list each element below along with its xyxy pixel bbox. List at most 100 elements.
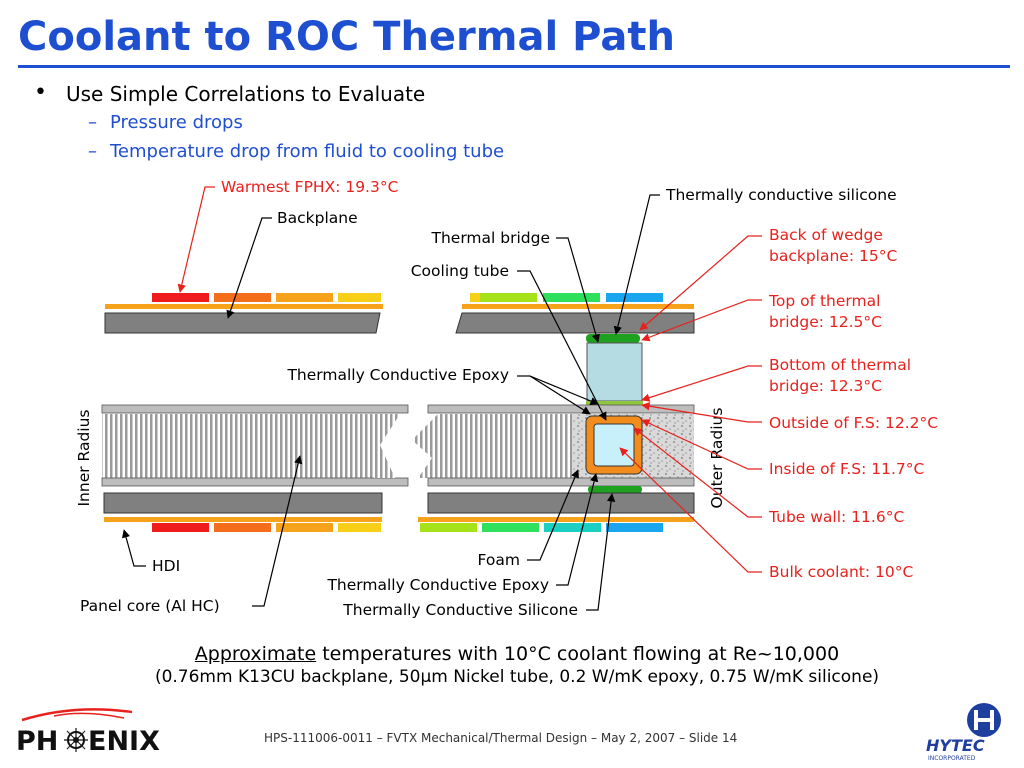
panel-core-leader: [252, 455, 303, 607]
hytec-logo: HYTEC INCORPORATED: [926, 703, 1001, 762]
svg-text:INCORPORATED: INCORPORATED: [928, 755, 976, 762]
fphx-chip: [276, 523, 333, 532]
top-of-bridge-label-line1: Top of thermal: [768, 292, 880, 310]
bullet-marker: •: [34, 80, 47, 105]
silicone-pad-top: [586, 334, 640, 343]
silicone-top-leader: [613, 194, 660, 335]
svg-text:ENIX: ENIX: [88, 726, 160, 756]
sub-bullet-dash: –: [88, 141, 97, 162]
top-hdi-layer: [105, 304, 383, 309]
footer-text: HPS-111006-0011 – FVTX Mechanical/Therma…: [264, 731, 738, 745]
bulk-coolant-label: Bulk coolant: 10°C: [769, 563, 913, 581]
outside-fs-label: Outside of F.S: 12.2°C: [769, 414, 938, 432]
inside-fs-label: Inside of F.S: 11.7°C: [769, 460, 924, 478]
inside-fs-leader: [641, 419, 762, 470]
foam-leader: [527, 469, 579, 561]
epoxy-bottom-leader: [556, 473, 599, 586]
thermally-conductive-silicone-bottom-label: Thermally Conductive Silicone: [342, 601, 578, 619]
fphx-chip: [482, 523, 539, 532]
epoxy-top-leader: [529, 375, 591, 415]
sub-bullet-dash: –: [88, 112, 97, 133]
bottom-hdi-layer: [418, 517, 694, 522]
fphx-chip: [420, 523, 477, 532]
panel-skin-bottom: [427, 477, 695, 487]
main-bullet: Use Simple Correlations to Evaluate: [66, 82, 426, 106]
panel-core-honeycomb: [102, 414, 374, 478]
panel-break-edge: [374, 414, 400, 478]
bottom-of-bridge-label-line2: bridge: 12.3°C: [769, 377, 882, 395]
back-of-wedge-label-line2: backplane: 15°C: [769, 247, 897, 265]
fphx-chip: [338, 523, 381, 532]
fphx-chip: [543, 293, 600, 302]
back-of-wedge-leader: [639, 235, 762, 331]
outside-fs-leader: [641, 402, 762, 423]
warmest-fphx-leader: [177, 186, 215, 293]
cooling-tube-leader: [517, 270, 607, 421]
caption-line1: Approximate temperatures with 10°C coola…: [0, 643, 1024, 665]
inner-radius-label: Inner Radius: [75, 409, 93, 506]
thermal-bridge-label: Thermal bridge: [431, 229, 551, 247]
phenix-logo: PH ENIX: [16, 708, 160, 756]
top-fphx-chips: [152, 293, 663, 302]
fphx-chip: [152, 523, 209, 532]
bottom-of-bridge-label-line1: Bottom of thermal: [769, 356, 911, 374]
svg-text:HYTEC: HYTEC: [926, 736, 985, 755]
sub-bullet-pressure: Pressure drops: [110, 112, 243, 133]
coolant-channel: [593, 423, 635, 467]
hdi-leader: [121, 529, 146, 567]
fphx-chip: [606, 293, 663, 302]
cooling-tube-label: Cooling tube: [411, 262, 509, 280]
bulk-coolant-leader: [619, 447, 762, 573]
back-of-wedge-label-line1: Back of wedge: [769, 226, 883, 244]
fphx-chip: [544, 523, 601, 532]
epoxy-layer: [586, 401, 643, 405]
outer-radius-label: Outer Radius: [708, 408, 726, 509]
silicone-pad-bottom: [588, 486, 642, 493]
panel-skin-top: [427, 404, 695, 414]
fphx-chip: [480, 293, 537, 302]
thermal-bridge: [586, 342, 643, 402]
fphx-chip: [338, 293, 381, 302]
thermally-conductive-epoxy-bottom-label: Thermally Conductive Epoxy: [326, 576, 549, 594]
bottom-fphx-chips: [152, 523, 663, 532]
backplane-label: Backplane: [277, 209, 358, 227]
thermally-conductive-epoxy-top-label: Thermally Conductive Epoxy: [286, 366, 509, 384]
silicone-bottom-leader: [586, 493, 616, 611]
thermally-conductive-silicone-top-label: Thermally conductive silicone: [665, 186, 897, 204]
caption-line2: (0.76mm K13CU backplane, 50µm Nickel tub…: [154, 667, 880, 687]
title-underline: [18, 65, 1010, 68]
fphx-chip: [470, 293, 480, 302]
top-of-bridge-label-line2: bridge: 12.5°C: [769, 313, 882, 331]
fphx-chip: [276, 293, 333, 302]
sub-bullet-temperature: Temperature drop from fluid to cooling t…: [110, 141, 505, 162]
top-of-bridge-leader: [641, 299, 762, 342]
top-backplane: [104, 312, 381, 334]
foam-label: Foam: [478, 551, 520, 569]
bottom-backplane: [103, 492, 383, 514]
bottom-hdi-layer: [104, 517, 382, 522]
caption-rest: temperatures with 10°C coolant flowing a…: [316, 643, 840, 665]
svg-text:PH: PH: [16, 726, 58, 756]
slide-title: Coolant to ROC Thermal Path: [18, 14, 675, 60]
bottom-of-bridge-leader: [641, 365, 762, 402]
top-backplane: [455, 312, 695, 334]
warmest-fphx-label: Warmest FPHX: 19.3°C: [221, 178, 398, 196]
tube-wall-leader: [633, 427, 762, 518]
bottom-backplane: [427, 492, 695, 514]
epoxy-top-leader: [529, 375, 599, 406]
thermal-bridge-leader: [556, 237, 600, 343]
fphx-chip: [152, 293, 209, 302]
tube-wall-label: Tube wall: 11.6°C: [768, 508, 904, 526]
top-hdi-layer: [462, 304, 694, 309]
panel-skin-top: [101, 404, 409, 414]
panel-skin-bottom: [101, 477, 409, 487]
backplane-leader: [226, 217, 272, 319]
hdi-label: HDI: [152, 557, 180, 575]
fphx-chip: [214, 293, 271, 302]
panel-core-label: Panel core (Al HC): [80, 597, 220, 615]
panel-core-honeycomb: [412, 414, 572, 478]
caption-approximate: Approximate: [194, 643, 317, 665]
fphx-chip: [214, 523, 271, 532]
fphx-chip: [606, 523, 663, 532]
